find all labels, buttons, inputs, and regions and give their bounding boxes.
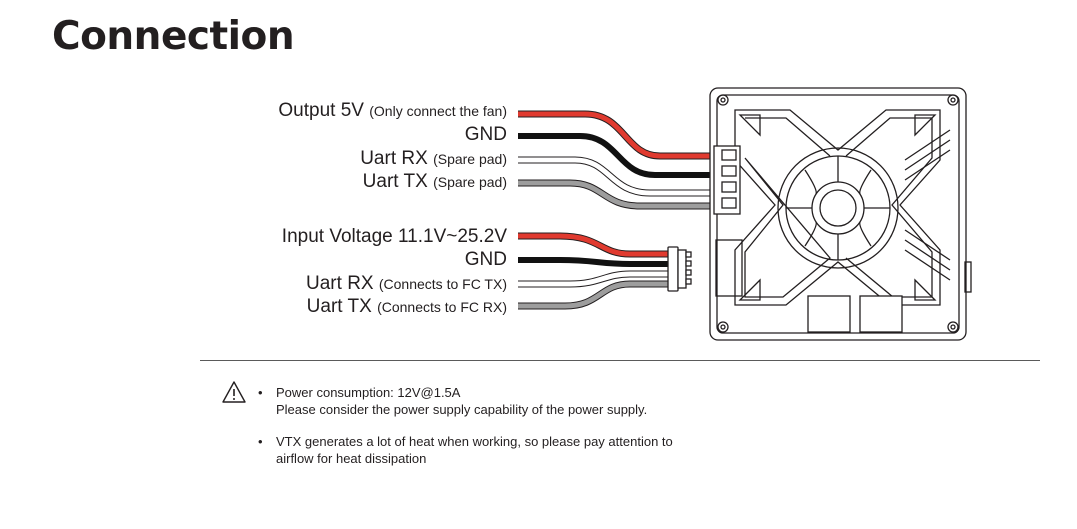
divider xyxy=(200,360,1040,361)
wire-uart-tx-2 xyxy=(518,280,668,310)
note-line: Please consider the power supply capabil… xyxy=(276,402,648,417)
note-power-consumption: • Power consumption: 12V@1.5A Please con… xyxy=(258,384,648,418)
wire-label-uart-tx-2: Uart TX (Connects to FC RX) xyxy=(306,296,507,317)
wire-uart-rx-2 xyxy=(518,270,668,288)
warning-triangle-icon xyxy=(222,381,246,403)
wire-label-input-voltage: Input Voltage 11.1V~25.2V xyxy=(281,226,507,247)
note-line: VTX generates a lot of heat when working… xyxy=(276,434,673,449)
wire-uart-rx-1 xyxy=(518,156,714,197)
wire-gnd-2 xyxy=(518,257,668,267)
wire-group-1 xyxy=(518,110,714,210)
wire-input-voltage xyxy=(518,232,668,258)
wire-label-gnd-1: GND xyxy=(464,124,507,145)
wire-output-5v xyxy=(518,110,714,160)
wire-label-uart-tx-1: Uart TX (Spare pad) xyxy=(362,171,507,192)
bullet-dot: • xyxy=(258,434,263,449)
wire-label-uart-rx-1: Uart RX (Spare pad) xyxy=(360,148,507,169)
wiring-diagram xyxy=(518,87,972,341)
wire-group-2 xyxy=(518,232,668,310)
wire-label-gnd-2: GND xyxy=(464,249,507,270)
connector-plug xyxy=(667,246,692,292)
note-heat-dissipation: • VTX generates a lot of heat when worki… xyxy=(258,433,673,467)
wire-gnd-1 xyxy=(518,133,714,178)
note-line: airflow for heat dissipation xyxy=(276,451,427,466)
note-line: Power consumption: 12V@1.5A xyxy=(276,385,461,400)
wire-label-uart-rx-2: Uart RX (Connects to FC TX) xyxy=(306,273,507,294)
wire-uart-tx-1 xyxy=(518,179,714,210)
vtx-module-icon xyxy=(709,87,972,341)
wire-label-output-5v: Output 5V (Only connect the fan) xyxy=(278,100,507,121)
page-title: Connection xyxy=(52,14,295,59)
bullet-dot: • xyxy=(258,385,263,400)
